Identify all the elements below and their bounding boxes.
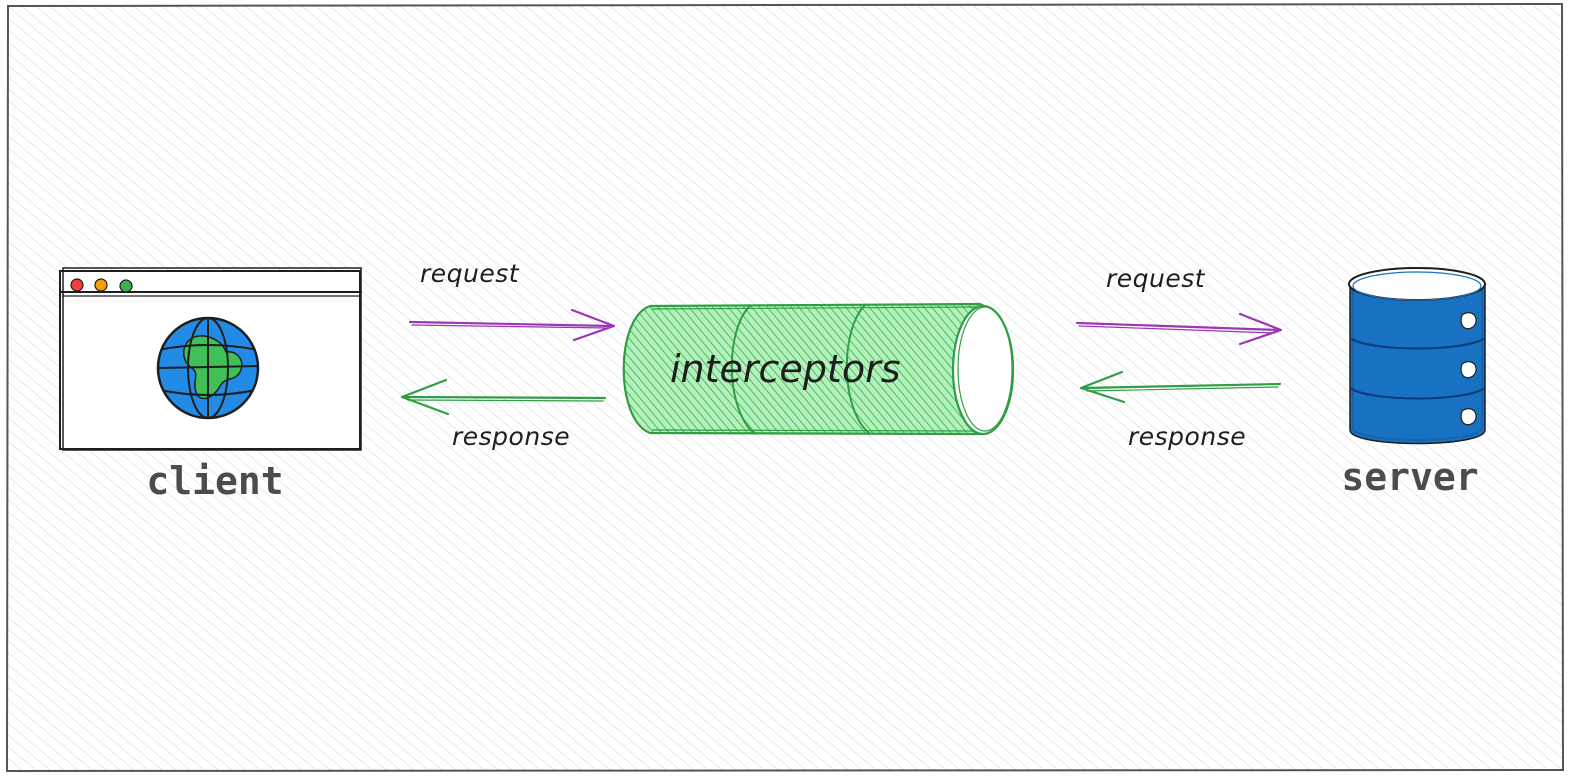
response-label-right: response <box>1128 422 1246 451</box>
database-server-icon <box>1348 267 1486 445</box>
interceptors-label: interceptors <box>670 347 901 391</box>
response-label-left: response <box>452 422 570 451</box>
window-dot-yellow <box>94 278 108 292</box>
request-label-right: request <box>1106 264 1206 293</box>
request-label-left: request <box>420 259 520 288</box>
server-node: server <box>1341 267 1486 499</box>
arrow-request-interceptor-to-server: request <box>1075 264 1283 346</box>
diagram-frame <box>5 2 1565 773</box>
client-node: client <box>59 267 362 503</box>
arrow-request-client-to-interceptor: request <box>408 259 616 342</box>
globe-icon <box>156 316 260 420</box>
window-dot-green <box>119 279 133 293</box>
arrow-response-server-to-interceptor: response <box>1079 370 1282 451</box>
arrow-response-interceptor-to-client: response <box>400 378 607 451</box>
cylinder-pipe-icon <box>622 302 1015 436</box>
interceptors-node: interceptors <box>622 302 1015 436</box>
server-label: server <box>1341 455 1478 499</box>
window-dot-red <box>70 278 84 292</box>
client-label: client <box>146 459 283 503</box>
